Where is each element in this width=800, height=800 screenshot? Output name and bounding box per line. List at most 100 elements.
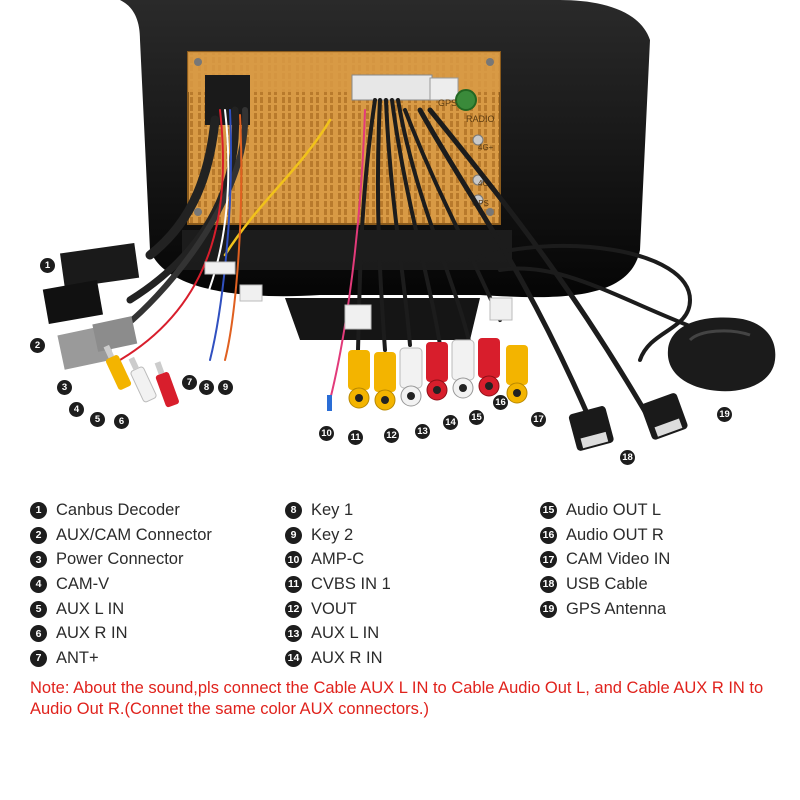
legend-number: 4 — [30, 575, 47, 593]
callout-7: 7 — [182, 375, 197, 390]
callout-14: 14 — [443, 415, 458, 430]
legend-number: 17 — [540, 551, 557, 569]
legend-number: 3 — [30, 551, 47, 569]
rca-sockets-center — [348, 338, 528, 411]
usb-plugs — [568, 393, 688, 451]
legend-label: CAM-V — [56, 574, 110, 593]
legend-label: AUX R IN — [311, 648, 383, 667]
legend-label: Key 1 — [311, 500, 354, 519]
head-unit-illustration: GPS RADIO 4G+ 4G- GPS — [42, 0, 776, 451]
callout-19: 19 — [717, 407, 732, 422]
legend-label: VOUT — [311, 599, 357, 618]
legend-number: 19 — [540, 600, 557, 618]
callout-6: 6 — [114, 414, 129, 429]
port-label-gps: GPS — [472, 199, 489, 208]
legend-label: CAM Video IN — [566, 550, 671, 569]
legend-label: GPS Antenna — [566, 599, 666, 618]
legend-item: 7 ANT+ — [30, 646, 212, 671]
callout-12: 12 — [384, 428, 399, 443]
sound-connection-note: Note: About the sound,pls connect the Ca… — [30, 679, 764, 718]
legend-number: 16 — [540, 526, 557, 544]
gps-port-label: GPS — [438, 98, 457, 108]
legend-label: AUX L IN — [56, 599, 125, 618]
legend-number: 13 — [285, 625, 302, 643]
legend-number: 11 — [285, 575, 302, 593]
legend-label: Key 2 — [311, 525, 354, 544]
legend-label: AMP-C — [311, 550, 365, 569]
legend-item: 4 CAM-V — [30, 572, 212, 597]
callout-11: 11 — [348, 430, 363, 445]
legend-number: 8 — [285, 501, 302, 519]
legend-item: 10 AMP-C — [285, 547, 391, 572]
legend-item: 5 AUX L IN — [30, 597, 212, 622]
legend-item: 16 Audio OUT R — [540, 523, 670, 548]
legend-number: 1 — [30, 501, 47, 519]
radio-port-label: RADIO — [466, 114, 495, 124]
legend-label: Power Connector — [56, 550, 184, 569]
legend-number: 2 — [30, 526, 47, 544]
legend-item: 3 Power Connector — [30, 547, 212, 572]
cable-tags — [204, 261, 513, 330]
legend-item: 17 CAM Video IN — [540, 547, 670, 572]
callout-9: 9 — [218, 380, 233, 395]
legend-label: CVBS IN 1 — [311, 574, 391, 593]
legend-label: AUX L IN — [311, 624, 380, 643]
callout-4: 4 — [69, 402, 84, 417]
legend-number: 10 — [285, 551, 302, 569]
callout-1: 1 — [40, 258, 55, 273]
legend-number: 18 — [540, 575, 557, 593]
callout-5: 5 — [90, 412, 105, 427]
callout-3: 3 — [57, 380, 72, 395]
callout-10: 10 — [319, 426, 334, 441]
legend-label: AUX/CAM Connector — [56, 525, 212, 544]
legend-label: Audio OUT R — [566, 525, 664, 544]
legend-item: 13 AUX L IN — [285, 621, 391, 646]
legend-item: 2 AUX/CAM Connector — [30, 523, 212, 548]
legend-number: 9 — [285, 526, 302, 544]
legend-column-1: 1 Canbus Decoder 2 AUX/CAM Connector 3 Powe… — [30, 498, 212, 671]
legend-number: 15 — [540, 501, 557, 519]
canbus-decoder-box — [60, 243, 140, 289]
callout-16: 16 — [493, 395, 508, 410]
legend-label: AUX R IN — [56, 624, 128, 643]
callout-18: 18 — [620, 450, 635, 465]
legend-item: 6 AUX R IN — [30, 621, 212, 646]
legend-item: 12 VOUT — [285, 597, 391, 622]
gps-antenna-puck — [667, 317, 776, 392]
legend-item: 11 CVBS IN 1 — [285, 572, 391, 597]
legend-column-3: 15 Audio OUT L 16 Audio OUT R 17 CAM Video … — [540, 498, 670, 621]
gps-port — [455, 89, 477, 111]
power-connector — [57, 316, 138, 370]
legend-item: 19 GPS Antenna — [540, 597, 670, 622]
callout-8: 8 — [199, 380, 214, 395]
callout-2: 2 — [30, 338, 45, 353]
legend-label: Audio OUT L — [566, 500, 662, 519]
legend-number: 7 — [30, 649, 47, 667]
legend-item: 15 Audio OUT L — [540, 498, 670, 523]
rca-plugs-left — [103, 344, 179, 408]
legend-item: 18 USB Cable — [540, 572, 670, 597]
callout-15: 15 — [469, 410, 484, 425]
legend-item: 1 Canbus Decoder — [30, 498, 212, 523]
callout-13: 13 — [415, 424, 430, 439]
legend-label: ANT+ — [56, 648, 99, 667]
legend-item: 14 AUX R IN — [285, 646, 391, 671]
main-connector — [351, 74, 433, 101]
legend-item: 8 Key 1 — [285, 498, 391, 523]
legend-label: Canbus Decoder — [56, 500, 180, 519]
port-label-4g-minus: 4G- — [478, 179, 492, 188]
wiring-diagram: GPS RADIO 4G+ 4G- GPS — [30, 0, 776, 465]
cable-harness — [117, 98, 702, 423]
port-label-4g-plus: 4G+ — [478, 143, 494, 152]
legend-label: USB Cable — [566, 574, 648, 593]
legend-column-2: 8 Key 1 9 Key 2 10 AMP-C 11 CVBS IN 1 12 VOUT… — [285, 498, 391, 671]
head-unit-board: GPS RADIO 4G+ 4G- GPS — [182, 51, 512, 270]
callout-17: 17 — [531, 412, 546, 427]
legend-number: 5 — [30, 600, 47, 618]
amp-c-wire-tip — [327, 395, 332, 411]
aux-cam-connector — [42, 280, 104, 325]
legend-item: 9 Key 2 — [285, 523, 391, 548]
legend-number: 12 — [285, 600, 302, 618]
legend-number: 14 — [285, 649, 302, 667]
legend-number: 6 — [30, 625, 47, 643]
